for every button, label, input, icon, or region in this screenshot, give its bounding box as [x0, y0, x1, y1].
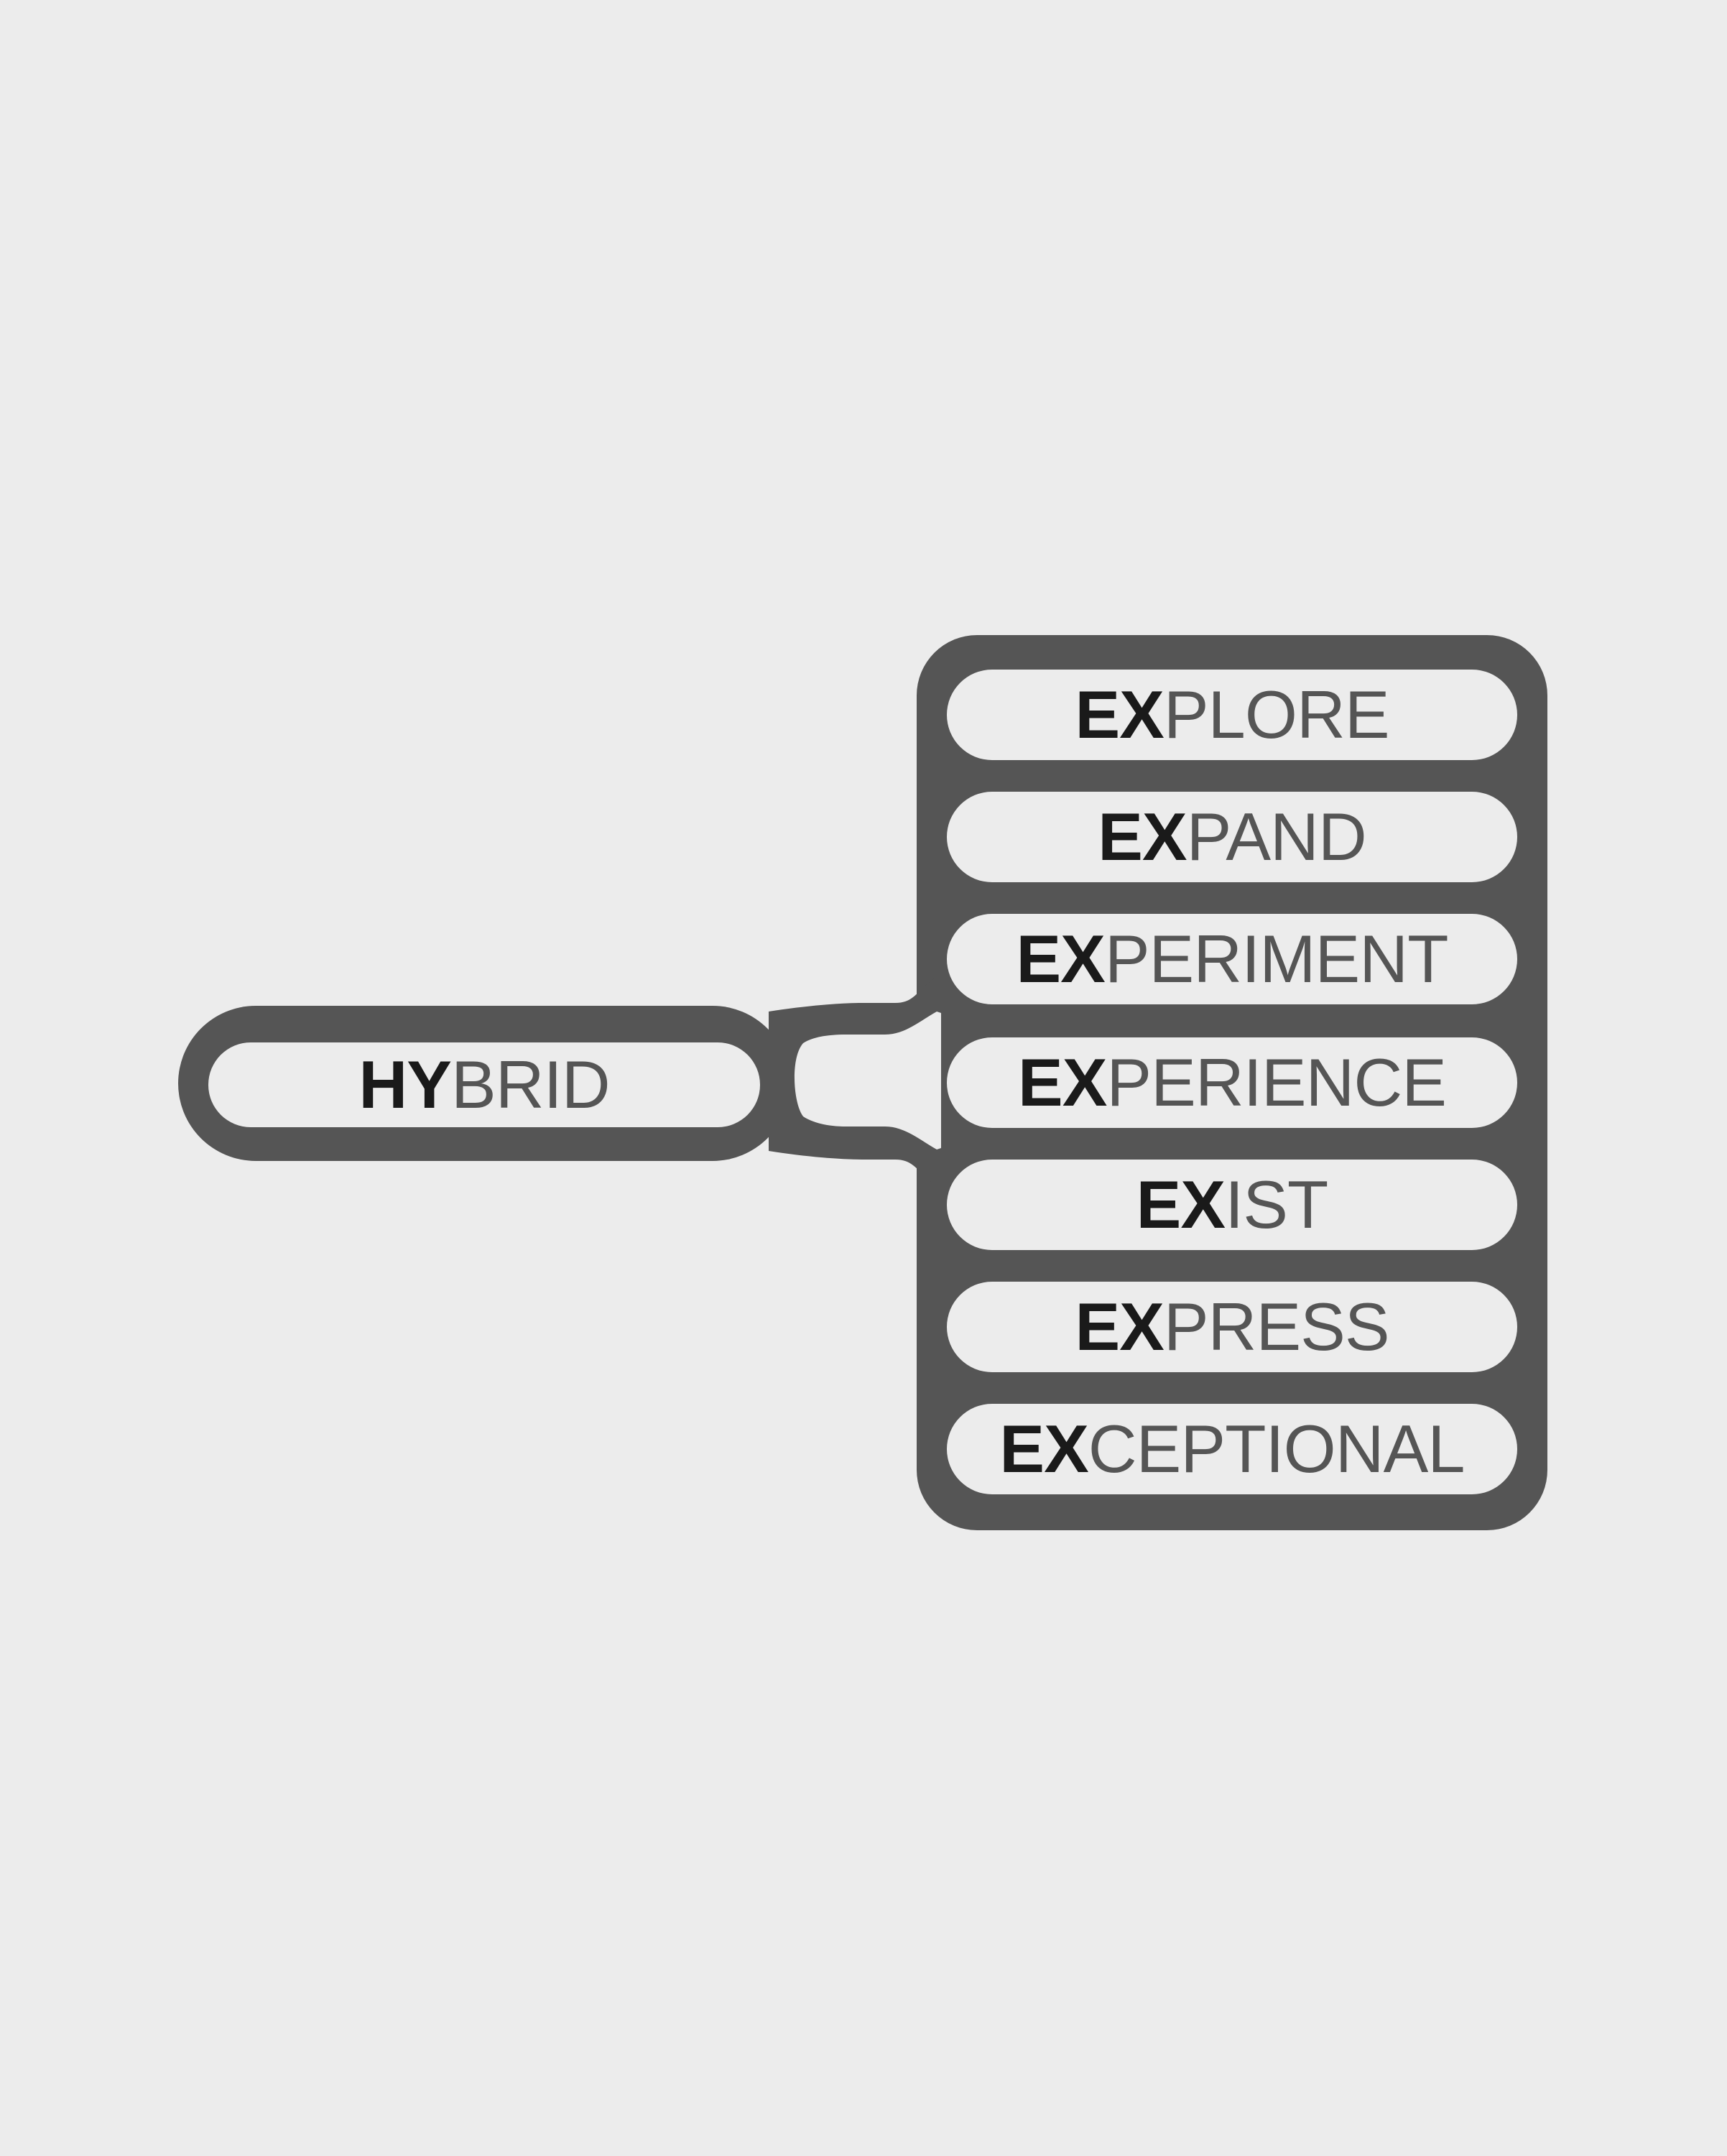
connector-inner: [794, 1012, 941, 1149]
target-suffix: PAND: [1186, 799, 1367, 874]
target-prefix: EX: [1136, 1167, 1226, 1242]
target-suffix: PLORE: [1163, 677, 1390, 752]
target-prefix: EX: [1098, 799, 1187, 874]
target-prefix: EX: [1075, 1289, 1164, 1364]
target-prefix: EX: [999, 1411, 1088, 1486]
target-suffix: PRESS: [1163, 1289, 1390, 1364]
target-suffix: PERIENCE: [1106, 1045, 1447, 1120]
target-suffix: CEPTIONAL: [1088, 1411, 1466, 1486]
source-prefix: HY: [358, 1047, 452, 1122]
target-prefix: EX: [1018, 1045, 1107, 1120]
target-suffix: IST: [1225, 1167, 1328, 1242]
source-suffix: BRID: [451, 1047, 611, 1122]
target-suffix: PERIMENT: [1104, 921, 1449, 996]
target-prefix: EX: [1075, 677, 1164, 752]
target-prefix: EX: [1016, 921, 1105, 996]
